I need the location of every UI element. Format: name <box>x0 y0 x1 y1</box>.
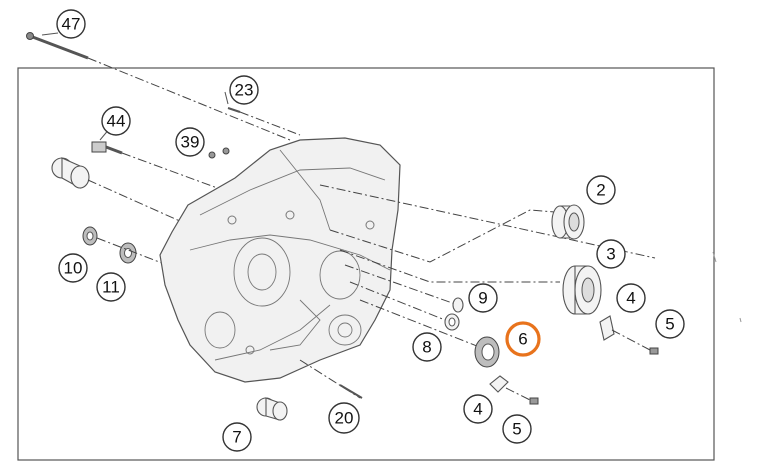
svg-text:20: 20 <box>335 409 354 428</box>
callout-39: 39 <box>175 127 205 157</box>
callout-23: 23 <box>229 75 259 105</box>
screw-5-lower <box>505 387 539 405</box>
callout-4-upper: 4 <box>616 283 646 313</box>
stud-20 <box>339 384 363 399</box>
callout-44: 44 <box>101 106 131 136</box>
diagram-frame <box>17 67 715 461</box>
callout-7: 7 <box>222 422 252 452</box>
callout-10: 10 <box>58 253 88 283</box>
bearing-2 <box>551 204 585 240</box>
shaft-seal-6 <box>474 336 500 368</box>
callout-6-highlighted: 6 <box>505 321 541 357</box>
long-stud-47 <box>26 32 291 141</box>
screw-5-upper <box>611 329 659 355</box>
retainer-plate-4-upper <box>599 315 615 341</box>
callout-5-upper: 5 <box>655 309 685 339</box>
svg-text:47: 47 <box>62 15 81 34</box>
callout-47: 47 <box>56 9 86 39</box>
svg-text:4: 4 <box>473 400 482 419</box>
callout-4-lower: 4 <box>463 394 493 424</box>
callout-5-lower: 5 <box>502 414 532 444</box>
callout-8: 8 <box>412 332 442 362</box>
svg-text:10: 10 <box>64 259 83 278</box>
bushing-9 <box>452 297 464 313</box>
bolt-44 <box>91 141 251 201</box>
seal-ring-10 <box>82 226 98 246</box>
callout-20: 20 <box>328 402 360 434</box>
callout-2: 2 <box>586 175 616 205</box>
svg-text:8: 8 <box>422 338 431 357</box>
svg-text:3: 3 <box>606 245 615 264</box>
svg-text:7: 7 <box>232 428 241 447</box>
callout-3: 3 <box>596 239 626 269</box>
svg-text:23: 23 <box>235 81 254 100</box>
svg-text:5: 5 <box>665 315 674 334</box>
svg-text:4: 4 <box>626 289 635 308</box>
dowels-39 <box>208 147 230 159</box>
bushing-8 <box>444 313 460 331</box>
callout-9: 9 <box>468 283 498 313</box>
sleeve-bushing <box>51 157 201 231</box>
svg-text:11: 11 <box>102 278 120 297</box>
crankcase-half <box>159 137 401 383</box>
svg-text:5: 5 <box>512 420 521 439</box>
svg-text:2: 2 <box>596 181 605 200</box>
bearing-3 <box>562 265 602 315</box>
svg-text:39: 39 <box>181 133 200 152</box>
svg-text:6: 6 <box>518 330 527 349</box>
svg-text:44: 44 <box>107 112 126 131</box>
dowel-pin-23 <box>227 107 301 136</box>
callout-11: 11 <box>96 272 126 302</box>
svg-text:9: 9 <box>478 289 487 308</box>
retainer-plate-4-lower <box>489 375 509 393</box>
bushing-7 <box>256 397 288 421</box>
